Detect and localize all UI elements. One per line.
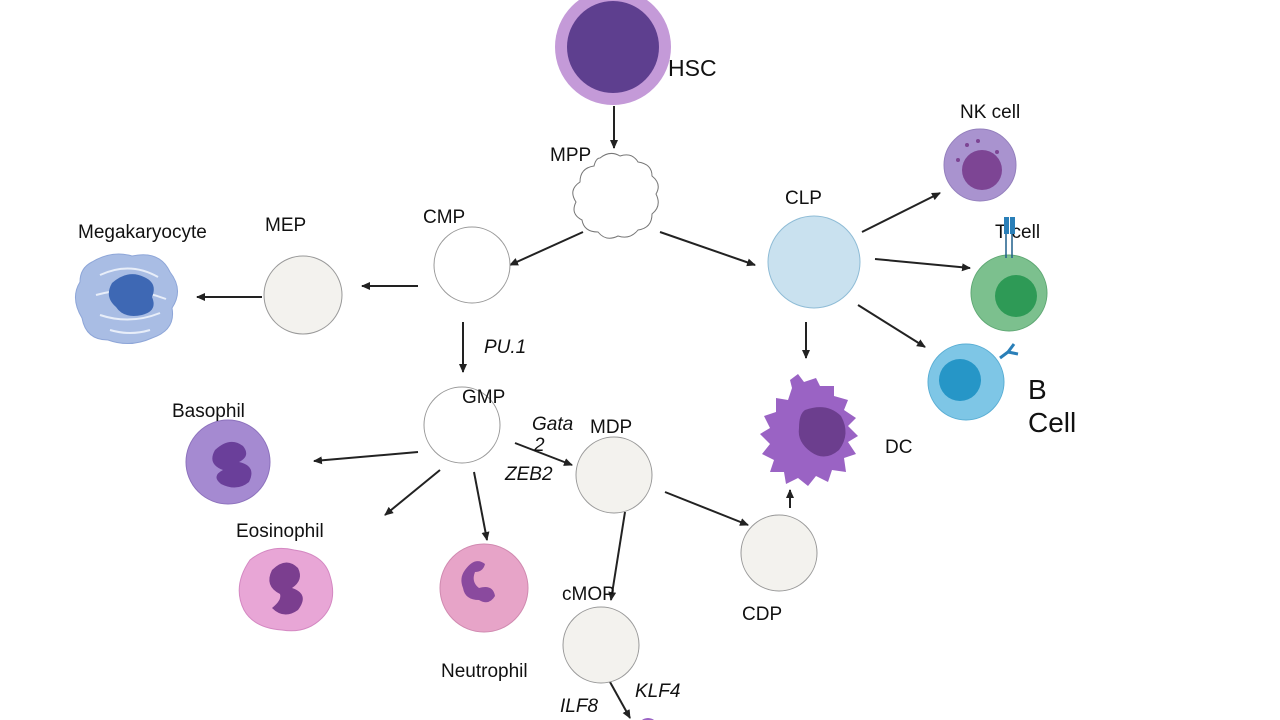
- tcr-receptor-icon: [1004, 217, 1015, 258]
- gene-pu1: PU.1: [484, 337, 526, 358]
- arrow-gmp-eosinophil: [384, 469, 441, 516]
- mdp-cell: [575, 436, 653, 514]
- gene-ilf8: ILF8: [560, 696, 598, 717]
- b-cell-label-line1: B: [1028, 374, 1047, 405]
- antibody-icon: [999, 343, 1019, 360]
- arrow-cmop-monocyte: [609, 681, 631, 719]
- megakaryocyte-label: Megakaryocyte: [78, 222, 207, 243]
- cdp-cell: [740, 514, 818, 592]
- mpp-cell: [572, 152, 659, 239]
- arrow-gmp-basophil: [313, 451, 419, 465]
- gene-gata2-line2: 2: [533, 435, 545, 456]
- b-cell: [927, 343, 1005, 421]
- gmp-cell: [423, 386, 501, 464]
- mep-label: MEP: [265, 215, 306, 236]
- clp-label: CLP: [785, 188, 822, 209]
- arrow-mdp-cdp: [664, 491, 749, 526]
- hsc-label: HSC: [668, 55, 717, 81]
- megakaryocyte-cell: [75, 253, 178, 344]
- mpp-label: MPP: [550, 145, 591, 166]
- cmp-cell: [433, 226, 511, 304]
- arrow-clp-b: [857, 304, 926, 348]
- arrow-mpp-cmp: [509, 231, 584, 266]
- arrow-gmp-neutrophil: [473, 471, 490, 541]
- cmop-label: cMOP: [562, 584, 615, 605]
- eosinophil-cell: [238, 547, 334, 632]
- cdp-label: CDP: [742, 604, 782, 625]
- arrow-mpp-clp: [659, 231, 756, 267]
- dc-label: DC: [885, 437, 912, 458]
- mdp-label: MDP: [590, 417, 632, 438]
- hsc-cell: [555, 0, 671, 105]
- t-cell-label: T cell: [995, 222, 1040, 243]
- basophil-cell: [185, 419, 271, 505]
- gene-zeb2: ZEB2: [504, 464, 553, 485]
- gene-gata2-line1: Gata: [532, 414, 573, 435]
- neutrophil-label: Neutrophil: [441, 661, 528, 682]
- nk-cell-label: NK cell: [960, 102, 1020, 123]
- cmop-cell: [562, 606, 640, 684]
- arrow-clp-t: [874, 258, 971, 272]
- neutrophil-cell: [439, 543, 529, 633]
- gene-klf4: KLF4: [635, 681, 680, 702]
- nk-cell: [943, 128, 1017, 202]
- cmp-label: CMP: [423, 207, 465, 228]
- arrow-clp-nk: [861, 192, 941, 233]
- t-cell: [970, 254, 1048, 332]
- arrow-mdp-cmop: [608, 511, 626, 601]
- arrow-gmp-mdp: [514, 442, 573, 466]
- b-cell-label-line2: Cell: [1028, 407, 1076, 438]
- clp-cell: [767, 215, 861, 309]
- mep-cell: [263, 255, 343, 335]
- eosinophil-label: Eosinophil: [236, 521, 324, 542]
- gmp-label: GMP: [462, 387, 505, 408]
- basophil-label: Basophil: [172, 401, 245, 422]
- dendritic-cell: [760, 374, 858, 486]
